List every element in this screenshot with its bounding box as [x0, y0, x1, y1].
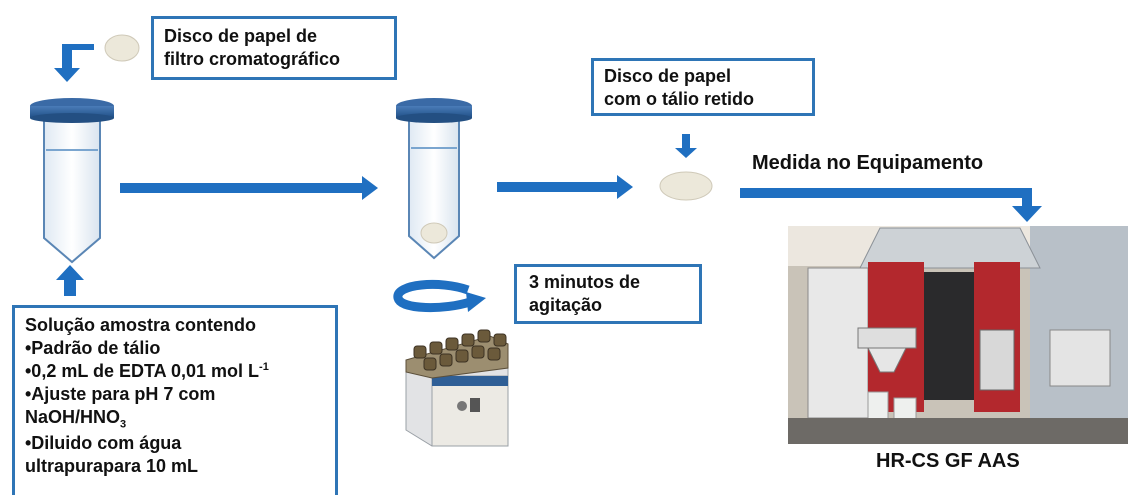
flow-diagram-canvas: [30, 34, 1128, 447]
centrifuge-tube-2: [396, 98, 472, 260]
agitation-line1: 3 minutos de: [529, 272, 641, 292]
sample-bullet-6: ultrapurapara 10 mL: [25, 455, 199, 476]
measurement-label: Medida no Equipamento: [752, 152, 984, 174]
flow-arrow-2: [497, 175, 633, 199]
retained-paper-disc: [659, 171, 713, 201]
sample-bullet-4: NaOH/HNO3: [25, 406, 325, 432]
sample-solution-box: Solução amostra contendo •Padrão de táli…: [12, 305, 338, 495]
flow-arrow-1: [120, 176, 378, 200]
agitation-line2: agitação: [529, 295, 603, 316]
sample-bullet-3: •Ajuste para pH 7 com: [25, 384, 216, 405]
sample-bullet-5: •Diluido com água: [25, 432, 182, 453]
retained-disc-box: Disco de papel com o tálio retido: [591, 58, 815, 116]
sample-bullet-4-sub: 3: [120, 418, 127, 431]
retained-disc-arrow: [675, 134, 697, 158]
sample-bullet-2: •0,2 mL de EDTA 0,01 mol L-1: [25, 360, 325, 383]
sample-bullet-2-text: •0,2 mL de EDTA 0,01 mol L: [25, 361, 260, 382]
insert-disc-arrow: [54, 44, 94, 82]
filter-paper-disc: [104, 34, 140, 62]
instrument-caption: HR-CS GF AAS: [876, 450, 1020, 472]
sample-bullet-1: •Padrão de tálio: [25, 338, 161, 359]
measurement-arrow: [740, 188, 1042, 222]
filter-disc-box: Disco de papel de filtro cromatográfico: [151, 16, 397, 80]
hr-cs-gf-aas-instrument-image: [788, 226, 1128, 444]
sample-bullet-4-text: NaOH/HNO: [25, 407, 121, 428]
filter-disc-line2: filtro cromatográfico: [164, 49, 341, 70]
retained-disc-line1: Disco de papel: [604, 66, 732, 86]
agitation-box: 3 minutos de agitação: [514, 264, 702, 324]
sample-bullet-2-sup: -1: [259, 361, 269, 374]
filter-disc-line1: Disco de papel de: [164, 26, 318, 46]
sample-in-arrow: [56, 265, 84, 296]
sample-title: Solução amostra contendo: [25, 315, 257, 335]
orbital-shaker-image: [405, 329, 509, 447]
rotation-arrow-icon: [393, 279, 486, 313]
retained-disc-line2: com o tálio retido: [604, 89, 755, 110]
centrifuge-tube-1: [30, 98, 114, 264]
